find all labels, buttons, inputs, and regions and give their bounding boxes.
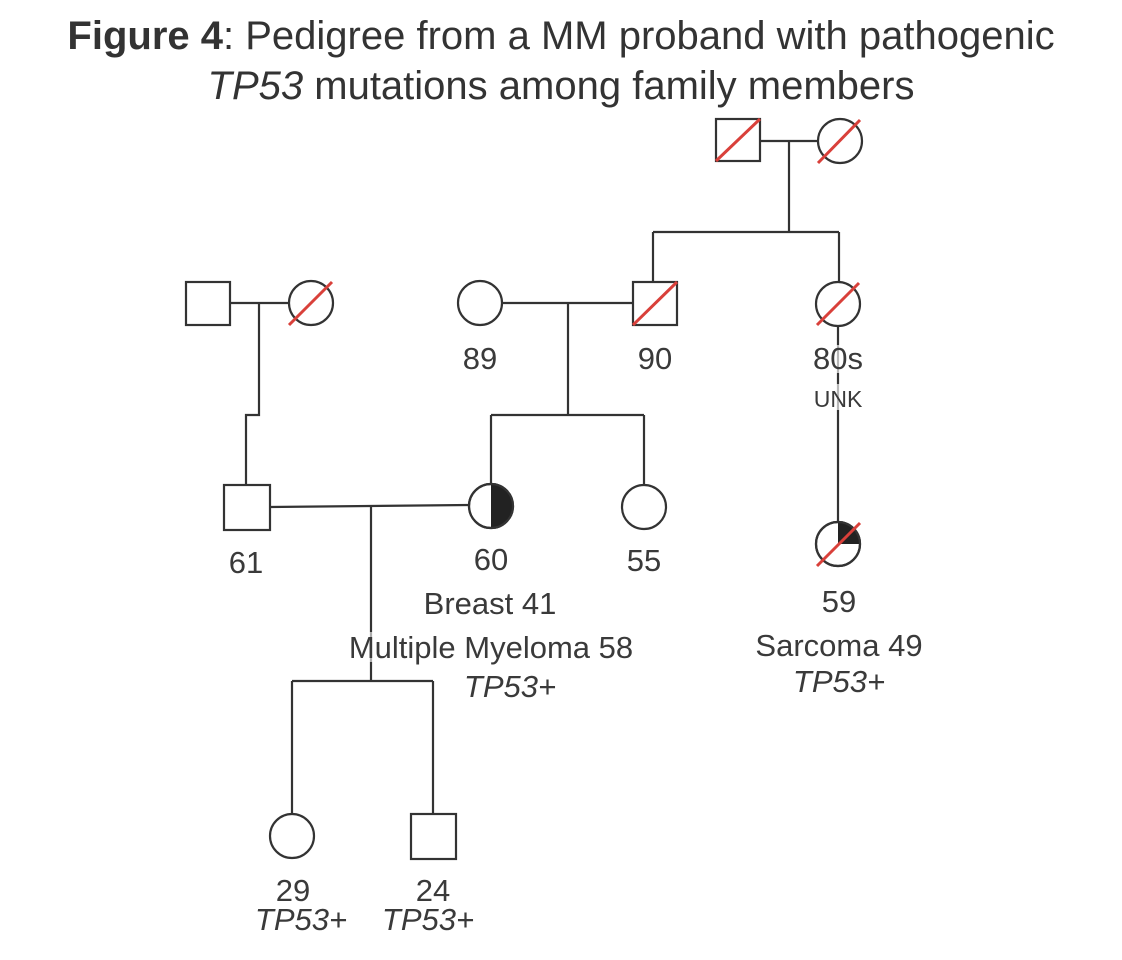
diagnosis-label: Breast 41 <box>424 586 557 621</box>
age-label: 55 <box>627 543 661 578</box>
deceased-slash <box>815 281 861 327</box>
male-symbol <box>409 812 458 861</box>
gen2-right-individual: 80s UNK <box>808 232 870 523</box>
deceased-slash <box>714 117 762 163</box>
gene-name: TP53 <box>207 64 304 108</box>
deceased-slash <box>815 521 862 568</box>
male-deceased-symbol <box>714 117 762 163</box>
deceased-slash <box>287 280 334 327</box>
female-symbol <box>620 483 668 531</box>
figure-title-line-2: TP53 mutations among family members <box>0 62 1122 110</box>
marriage-line <box>269 503 470 509</box>
diagnosis-label: Multiple Myeloma 58 <box>349 630 633 665</box>
age-label: 89 <box>463 341 497 376</box>
male-symbol <box>222 483 272 532</box>
diagnosis-label: Sarcoma 49 <box>755 628 922 663</box>
figure-title-text-2: mutations among family members <box>303 64 915 108</box>
gen3-couple: 61 60 55 Breast 41 Multiple Myeloma 58 T… <box>222 482 668 814</box>
deceased-slash <box>816 118 862 165</box>
age-label: 90 <box>638 341 672 376</box>
female-deceased-symbol <box>287 279 335 327</box>
figure-number: Figure 4 <box>67 14 224 58</box>
age-label: 61 <box>229 545 263 580</box>
male-deceased-symbol <box>631 280 679 327</box>
female-deceased-affected-symbol <box>814 520 862 568</box>
female-deceased-symbol <box>814 280 862 328</box>
figure-title-text: : Pedigree from a MM proband with pathog… <box>223 14 1055 58</box>
gen4-children: 29 TP53+ 24 TP53+ <box>255 812 474 937</box>
descent-line <box>244 303 261 485</box>
age-label: 60 <box>474 542 508 577</box>
figure-title-line-1: Figure 4: Pedigree from a MM proband wit… <box>0 12 1122 60</box>
female-symbol <box>268 812 316 860</box>
male-symbol <box>184 280 232 327</box>
female-deceased-symbol <box>816 117 864 165</box>
gen3-right-individual: 59 Sarcoma 49 TP53+ <box>755 520 923 699</box>
female-symbol <box>456 279 504 327</box>
age-label: 80s <box>813 341 863 376</box>
genotype-label: TP53+ <box>382 902 474 937</box>
age-label: 59 <box>822 584 856 619</box>
deceased-slash <box>631 280 679 327</box>
gen1-couple <box>653 117 864 234</box>
affected-half-fill <box>491 484 513 528</box>
age-label: 24 <box>416 873 450 908</box>
genotype-label: TP53+ <box>255 902 347 937</box>
genotype-label: TP53+ <box>793 664 885 699</box>
genotype-label: TP53+ <box>464 669 556 704</box>
gen2-middle-couple: 89 90 <box>456 232 679 485</box>
female-affected-proband-symbol <box>467 482 515 530</box>
age-label: 29 <box>276 873 310 908</box>
gen2-left-couple <box>184 279 335 485</box>
unknown-cause-label: UNK <box>814 386 863 412</box>
